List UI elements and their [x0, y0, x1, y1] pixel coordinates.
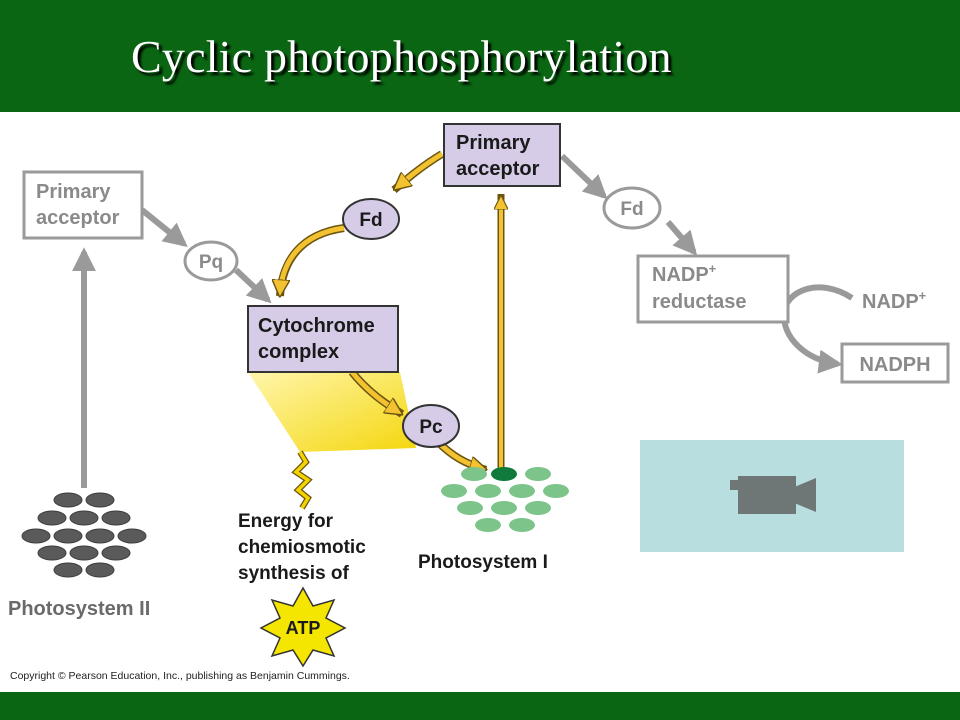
ps2-primary-acceptor-box [22, 170, 144, 240]
fd-noncyclic-node [602, 186, 662, 230]
cytochrome-complex-line1: Cytochrome [258, 315, 375, 337]
energy-beam [248, 372, 416, 452]
inactive-pathway: Primary acceptor Pq Fd NADP+ reductase N… [22, 153, 950, 488]
cytochrome-to-pc-arrow [350, 370, 400, 413]
atp-starburst-icon [259, 586, 347, 668]
ps1-primary-acceptor-line2: acceptor [456, 158, 540, 180]
title-bar: Cyclic photophosphorylation [0, 0, 960, 112]
fd-cyclic-node [342, 198, 400, 240]
acceptor-to-fd-cyclic-arrow [396, 151, 444, 188]
cytochrome-complex-line2: complex [258, 341, 339, 363]
photosystem-2: Photosystem II [8, 492, 150, 620]
pq-label: Pq [199, 252, 223, 273]
cytochrome-complex-box [247, 305, 399, 373]
photosystem-1: Photosystem I [418, 467, 569, 573]
nadp-reductase-line1: NADP+ [652, 261, 717, 286]
nadph-label: NADPH [859, 354, 930, 376]
nadp-reductase-line2: reductase [652, 291, 747, 313]
ps2-primary-acceptor-line2: acceptor [36, 207, 120, 229]
slide-title: Cyclic photophosphorylation [131, 31, 672, 82]
footer-bar [0, 692, 960, 720]
copyright-notice: Copyright © Pearson Education, Inc., pub… [10, 670, 350, 682]
energy-label-line3: synthesis of [238, 563, 350, 584]
fd-noncyclic-label: Fd [620, 199, 643, 220]
pc-label: Pc [419, 417, 443, 438]
nadp-reductase-box [636, 254, 790, 324]
photosystem-1-label: Photosystem I [418, 552, 548, 573]
energy-label-line1: Energy for [238, 511, 334, 532]
atp-label: ATP [286, 618, 321, 638]
fd-to-reductase-arrow [665, 220, 698, 256]
ps1-primary-acceptor-box [443, 123, 561, 187]
acceptor-to-fd-arrow [559, 153, 608, 200]
photosystem-2-label: Photosystem II [8, 598, 150, 620]
energy-label-line2: chemiosmotic [238, 537, 366, 558]
pc-node [402, 404, 460, 448]
ps2-primary-acceptor-line1: Primary [36, 181, 111, 203]
ps1-reaction-center [491, 467, 517, 481]
nadph-box [840, 342, 950, 384]
video-camera-icon[interactable] [730, 474, 816, 516]
cyclic-pathway: Primary acceptor Fd Cytochrome complex P… [238, 123, 561, 668]
pq-node [183, 240, 239, 282]
pq-to-cytochrome-arrow [233, 267, 272, 304]
ps2-pigment-cluster [21, 492, 147, 578]
video-media-panel[interactable] [640, 440, 904, 552]
fd-cyclic-label: Fd [359, 210, 382, 231]
ps1-primary-acceptor-line1: Primary [456, 132, 531, 154]
nadp-plus-label: NADP+ [862, 288, 927, 313]
fd-to-cytochrome-arrow [280, 225, 345, 294]
ps1-pigment-cluster [441, 467, 569, 532]
acceptor-to-pq-arrow [140, 207, 188, 248]
energy-lightning-icon [293, 451, 311, 509]
